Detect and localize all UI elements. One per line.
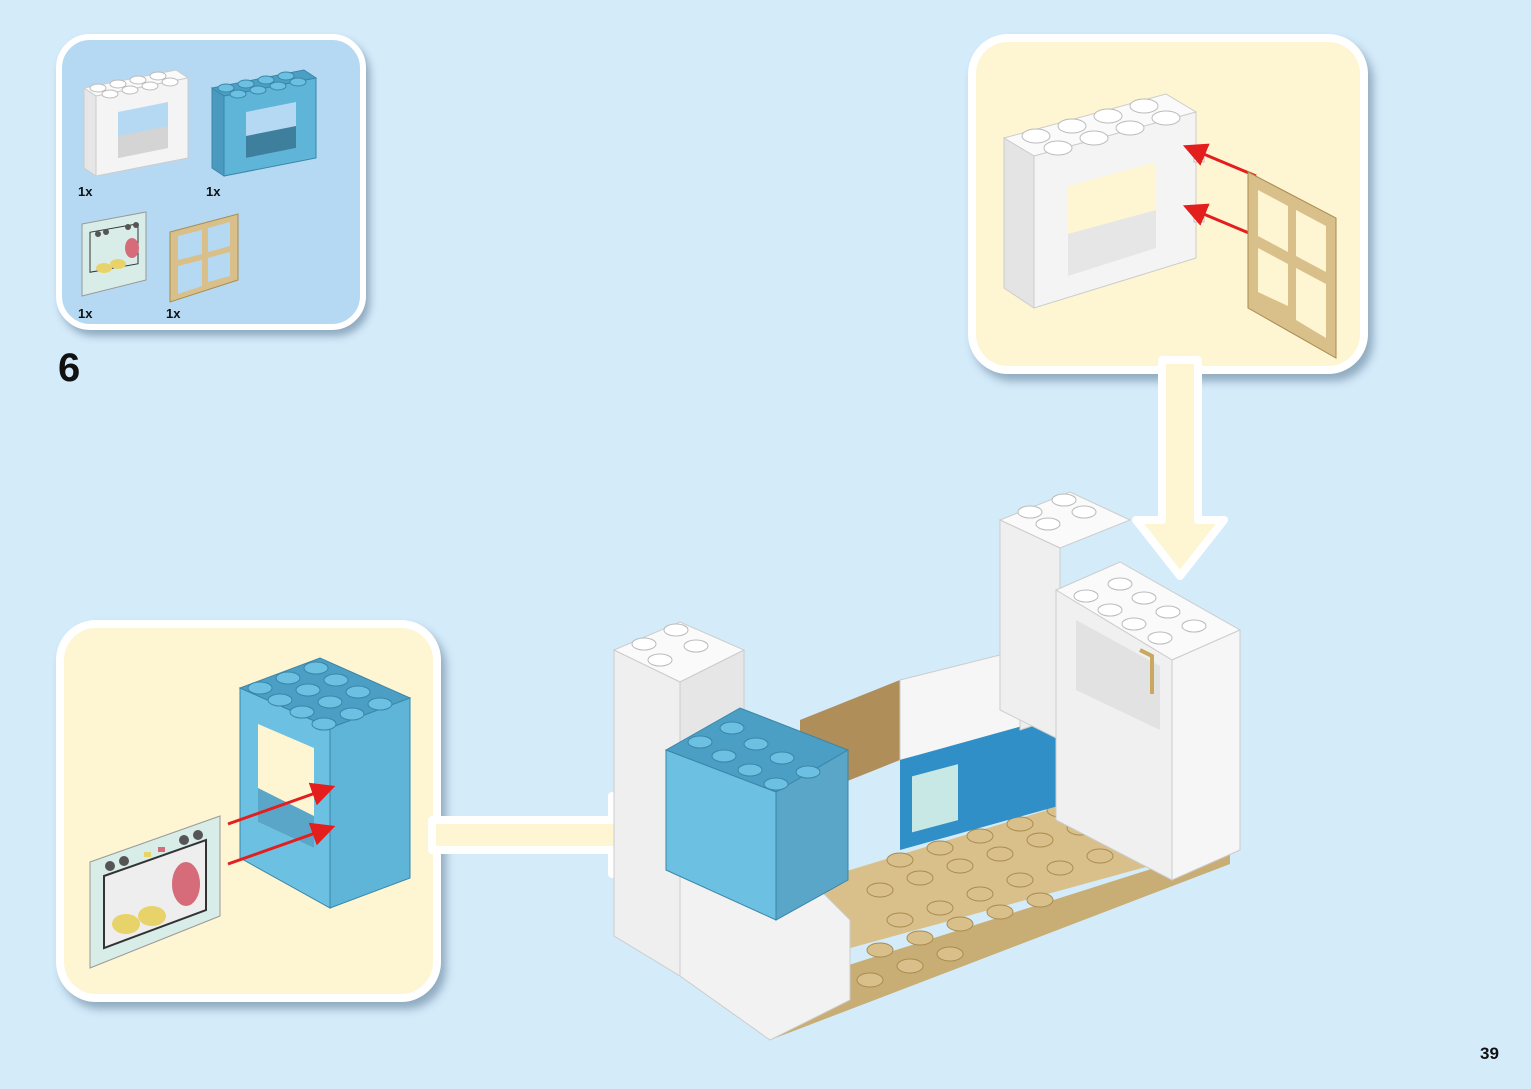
oven-door-part-image <box>81 211 147 297</box>
callout-white-frame-window <box>968 34 1368 374</box>
main-model-kitchen-assembly <box>612 491 1242 1041</box>
page-number: 39 <box>1480 1044 1499 1063</box>
window-pane-in-frame <box>1139 648 1154 694</box>
part-quantity: 1x <box>206 184 221 199</box>
red-arrow <box>1182 143 1257 178</box>
red-arrow <box>227 782 336 826</box>
tan-window-image <box>1247 171 1337 359</box>
attach-arrows <box>227 782 336 866</box>
white-window-frame-image <box>1002 93 1205 309</box>
attach-arrows <box>1182 143 1257 238</box>
step-number: 6 <box>58 346 81 390</box>
part-quantity: 1x <box>78 184 93 199</box>
red-arrow <box>1182 203 1257 238</box>
parts-list-panel: 1x 1x 1x 1x <box>56 34 366 330</box>
tan-window-part-image <box>169 213 239 303</box>
part-quantity: 1x <box>78 306 93 321</box>
callout-azure-frame-oven-door <box>56 620 441 1002</box>
white-window-frame-part-image <box>82 69 190 177</box>
azure-window-frame-part-image <box>210 69 318 177</box>
oven-door-image <box>89 815 221 969</box>
red-arrow <box>227 822 336 866</box>
part-quantity: 1x <box>166 306 181 321</box>
down-arrow-icon <box>1132 356 1228 580</box>
